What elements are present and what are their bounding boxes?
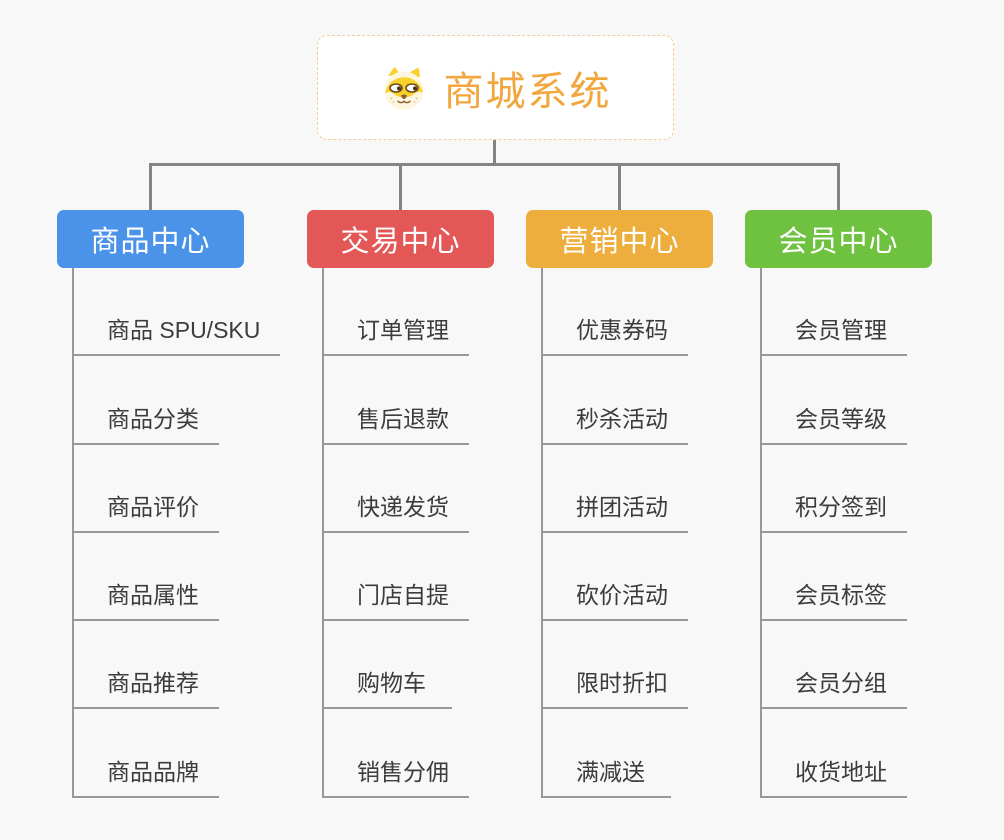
branch-trade-leaf-list: 订单管理 售后退款 快递发货 门店自提 购物车 销售分佣	[322, 268, 469, 798]
branch-trade-center: 交易中心 订单管理 售后退款 快递发货 门店自提 购物车 销售分佣	[307, 210, 547, 798]
root-node-title: 商城系统	[443, 69, 612, 114]
leaf-node[interactable]: 售后退款	[324, 356, 469, 445]
leaf-node[interactable]: 销售分佣	[324, 709, 469, 798]
branch-member-center: 会员中心 会员管理 会员等级 积分签到 会员标签 会员分组 收货地址	[745, 210, 985, 798]
branch-product-center: 商品中心 商品 SPU/SKU 商品分类 商品评价 商品属性 商品推荐 商品品牌	[57, 210, 297, 798]
leaf-node[interactable]: 商品推荐	[74, 621, 219, 710]
leaf-node[interactable]: 商品品牌	[74, 709, 219, 798]
branch-marketing-leaf-list: 优惠券码 秒杀活动 拼团活动 砍价活动 限时折扣 满减送	[541, 268, 688, 798]
leaf-node[interactable]: 秒杀活动	[543, 356, 688, 445]
leaf-node[interactable]: 优惠券码	[543, 268, 688, 357]
leaf-node[interactable]: 收货地址	[762, 709, 907, 798]
branch-drop-line	[149, 166, 152, 210]
leaf-node[interactable]: 门店自提	[324, 533, 469, 622]
branch-bus-line	[149, 163, 840, 166]
leaf-node[interactable]: 商品 SPU/SKU	[74, 268, 281, 357]
branch-drop-line	[837, 166, 840, 210]
leaf-node[interactable]: 砍价活动	[543, 533, 688, 622]
branch-member-leaf-list: 会员管理 会员等级 积分签到 会员标签 会员分组 收货地址	[760, 268, 907, 798]
dog-face-icon	[384, 66, 423, 110]
leaf-node[interactable]: 会员管理	[762, 268, 907, 357]
branch-node-product-center[interactable]: 商品中心	[57, 210, 244, 268]
leaf-node[interactable]: 积分签到	[762, 445, 907, 533]
leaf-node[interactable]: 商品属性	[74, 533, 219, 622]
root-node-mall-system[interactable]: 商城系统	[317, 35, 674, 140]
leaf-node[interactable]: 快递发货	[324, 445, 469, 533]
leaf-node[interactable]: 限时折扣	[543, 621, 688, 710]
branch-drop-line	[618, 166, 621, 210]
branch-node-member-center[interactable]: 会员中心	[745, 210, 932, 268]
branch-drop-line	[399, 166, 402, 210]
root-connector-line	[493, 140, 496, 165]
branch-node-marketing-center[interactable]: 营销中心	[526, 210, 713, 268]
leaf-node[interactable]: 购物车	[324, 621, 452, 710]
leaf-node[interactable]: 商品评价	[74, 445, 219, 533]
leaf-node[interactable]: 会员等级	[762, 356, 907, 445]
leaf-node[interactable]: 商品分类	[74, 356, 219, 445]
branch-product-leaf-list: 商品 SPU/SKU 商品分类 商品评价 商品属性 商品推荐 商品品牌	[72, 268, 281, 798]
leaf-node[interactable]: 拼团活动	[543, 445, 688, 533]
leaf-node[interactable]: 会员分组	[762, 621, 907, 710]
branch-node-trade-center[interactable]: 交易中心	[307, 210, 494, 268]
leaf-node[interactable]: 订单管理	[324, 268, 469, 357]
leaf-node[interactable]: 会员标签	[762, 533, 907, 622]
leaf-node[interactable]: 满减送	[543, 709, 671, 798]
branch-marketing-center: 营销中心 优惠券码 秒杀活动 拼团活动 砍价活动 限时折扣 满减送	[526, 210, 766, 798]
